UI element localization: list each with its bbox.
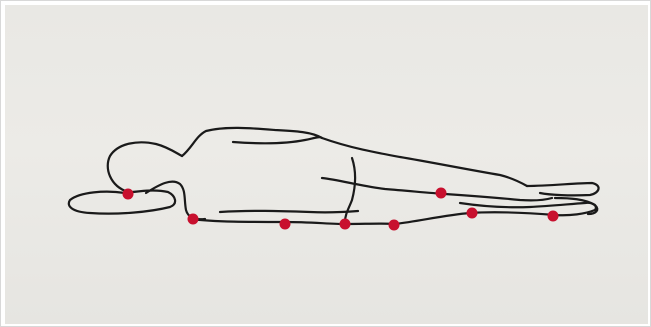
foot-outline (527, 183, 599, 195)
ear-pressure-marker (123, 189, 134, 200)
head-outline (108, 142, 182, 192)
thigh-pressure-marker (389, 220, 400, 231)
lateral-knee-pressure-marker (467, 208, 478, 219)
shoulder-pressure-marker (188, 214, 199, 225)
hip-pressure-marker (340, 219, 351, 230)
arm-outline (233, 137, 322, 143)
trunk-line (220, 211, 358, 213)
pillow-outline (69, 190, 175, 213)
medial-knee-pressure-marker (436, 188, 447, 199)
pressure-markers (123, 188, 559, 231)
ankle-pressure-marker (548, 211, 559, 222)
ribs-pressure-marker (280, 219, 291, 230)
body-outline (69, 128, 599, 224)
